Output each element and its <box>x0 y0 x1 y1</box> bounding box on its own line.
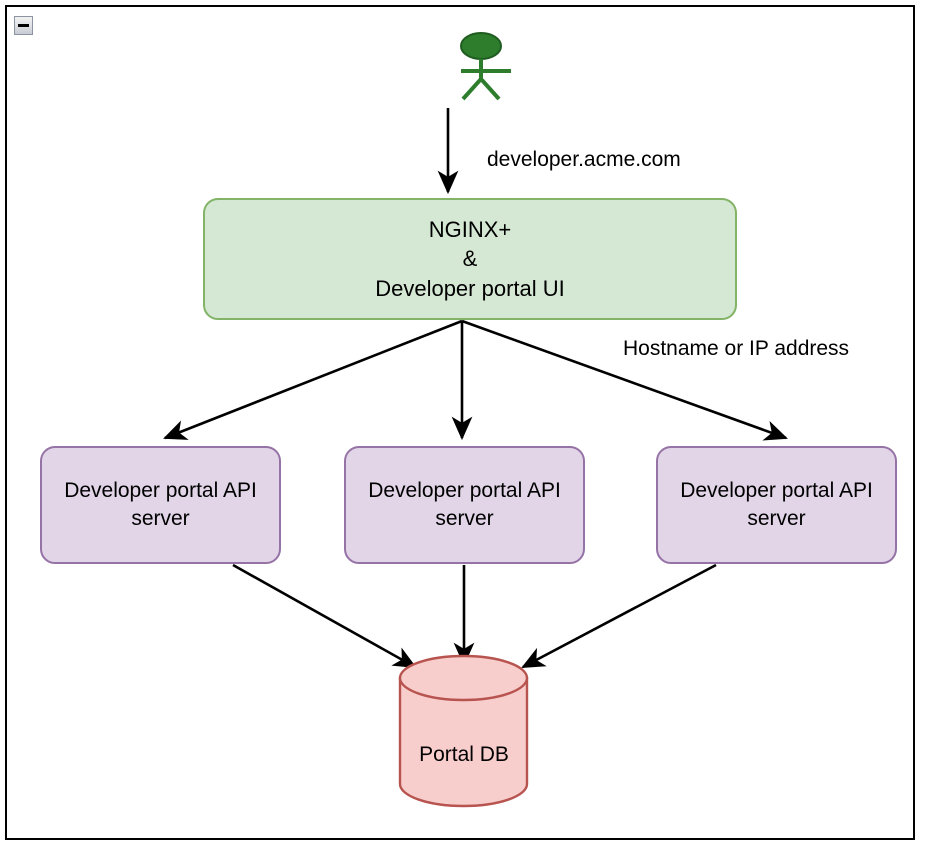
node-nginx-developer-portal-ui[interactable]: NGINX+ & Developer portal UI <box>203 198 737 320</box>
minus-icon <box>18 24 29 27</box>
node-api-server-right-label: Developer portal API server <box>680 479 873 530</box>
edge-label-hostname: Hostname or IP address <box>623 337 850 360</box>
edge-label-domain: developer.acme.com <box>487 148 681 171</box>
node-api-server-middle[interactable]: Developer portal API server <box>344 446 585 564</box>
collapse-toggle-button[interactable] <box>14 16 33 35</box>
node-api-server-middle-label: Developer portal API server <box>368 479 561 530</box>
node-nginx-label: NGINX+ & Developer portal UI <box>375 217 565 301</box>
node-api-server-left[interactable]: Developer portal API server <box>40 446 281 564</box>
node-api-server-right[interactable]: Developer portal API server <box>656 446 897 564</box>
node-api-server-left-label: Developer portal API server <box>64 479 257 530</box>
node-portal-db-label: Portal DB <box>419 743 509 766</box>
diagram-frame <box>5 5 915 840</box>
